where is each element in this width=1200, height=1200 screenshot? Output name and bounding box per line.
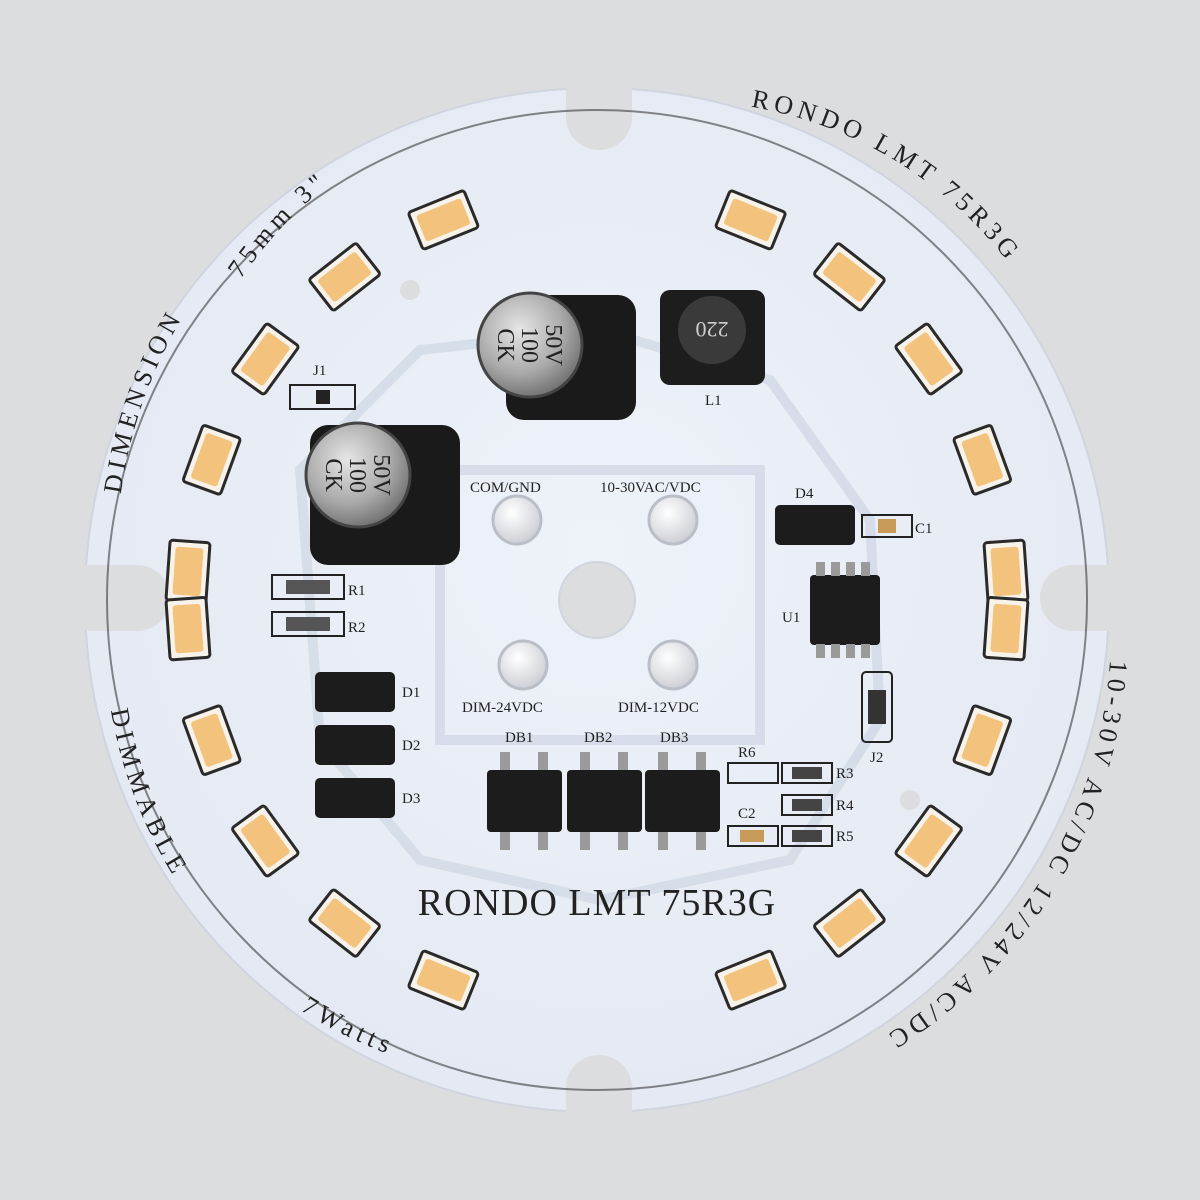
cap-value: 100 <box>516 327 542 363</box>
notch-left <box>60 565 170 631</box>
svg-text:50V100CK: 50V100CK <box>320 454 394 496</box>
designator-d3: D3 <box>402 791 420 807</box>
label-dim-24: DIM-24VDC <box>462 700 543 716</box>
led <box>714 949 787 1011</box>
led <box>231 804 300 878</box>
label-dim-12: DIM-12VDC <box>618 700 699 716</box>
inductor-marking: 220 <box>696 317 729 342</box>
led <box>407 189 480 251</box>
notch-right <box>1040 565 1150 631</box>
label-com-gnd: COM/GND <box>470 480 541 496</box>
smd-components: J1 R1 R2 D1 D2 D3 D4 C1 U1 J2 DB1 <box>271 363 933 850</box>
center-hole <box>558 561 636 639</box>
led <box>813 242 886 312</box>
outer-silk-ring <box>106 109 1088 1091</box>
notch-top <box>566 60 632 150</box>
led <box>982 538 1030 605</box>
label-power-in: 10-30VAC/VDC <box>600 480 701 496</box>
designator-j1: J1 <box>313 363 326 379</box>
pcb-board <box>60 60 1150 1165</box>
cap-brand: CK <box>492 328 518 362</box>
led-ring <box>164 189 1030 1011</box>
led <box>714 189 787 251</box>
designator-c2: C2 <box>738 806 756 822</box>
designator-d1: D1 <box>402 685 420 701</box>
designator-r6: R6 <box>738 745 756 761</box>
inductor-l1: 220 L1 <box>660 290 765 409</box>
led <box>164 595 212 662</box>
led <box>181 704 242 776</box>
designator-db3: DB3 <box>660 730 688 746</box>
pad-com-gnd <box>491 494 543 546</box>
led <box>952 424 1013 496</box>
pad-power-in <box>647 494 699 546</box>
led <box>407 949 480 1011</box>
led <box>952 704 1013 776</box>
pad-dim-24 <box>497 639 549 691</box>
designator-r5: R5 <box>836 829 854 845</box>
designator-r3: R3 <box>836 766 854 782</box>
led <box>894 804 963 878</box>
designator-l1: L1 <box>705 393 722 409</box>
led <box>982 595 1030 662</box>
designator-r2: R2 <box>348 620 366 636</box>
led <box>308 242 381 312</box>
led <box>231 322 300 396</box>
main-label: RONDO LMT 75R3G <box>418 882 776 924</box>
cap-voltage: 50V <box>540 324 566 366</box>
led <box>308 888 381 958</box>
notch-bottom <box>566 1055 632 1165</box>
designator-r4: R4 <box>836 798 854 814</box>
mount-hole <box>900 790 920 810</box>
designator-u1: U1 <box>782 610 800 626</box>
mount-hole <box>400 280 420 300</box>
designator-d2: D2 <box>402 738 420 754</box>
solder-pads: COM/GND 10-30VAC/VDC DIM-24VDC DIM-12VDC <box>462 480 701 716</box>
led <box>894 322 963 396</box>
cap-brand: CK <box>320 458 346 492</box>
led <box>813 888 886 958</box>
designator-db2: DB2 <box>584 730 612 746</box>
led <box>181 424 242 496</box>
svg-text:50V100CK: 50V100CK <box>492 324 566 366</box>
cap-value: 100 <box>344 457 370 493</box>
designator-j2: J2 <box>870 750 883 766</box>
capacitor-left: 50V100CK <box>304 421 460 565</box>
designator-d4: D4 <box>795 486 814 502</box>
designator-db1: DB1 <box>505 730 533 746</box>
cap-voltage: 50V <box>368 454 394 496</box>
capacitor-top: 50V100CK <box>476 291 636 420</box>
led <box>164 538 212 605</box>
pad-dim-12 <box>647 639 699 691</box>
designator-c1: C1 <box>915 521 933 537</box>
designator-r1: R1 <box>348 583 366 599</box>
